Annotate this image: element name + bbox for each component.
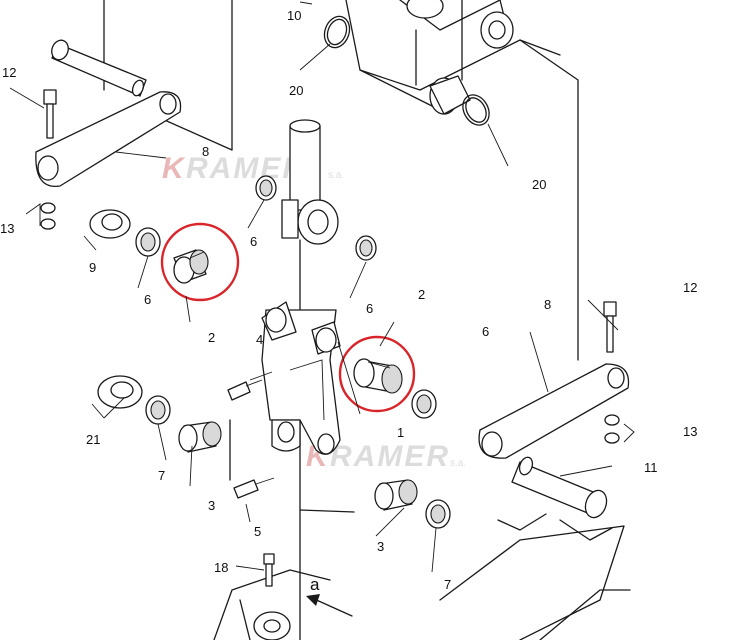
nuts-right — [604, 414, 635, 444]
watermark-initial: K — [162, 152, 186, 185]
callout-6-left-lower: 6 — [144, 292, 151, 307]
callout-13-right: 13 — [683, 424, 697, 439]
watermark-lower: K RAMER s.a. — [306, 440, 466, 473]
seal-6-center — [355, 235, 377, 261]
link-left — [35, 91, 182, 187]
callout-12-right: 12 — [683, 280, 697, 295]
frame-structure — [103, 0, 579, 640]
callout-2-right: 2 — [418, 287, 425, 302]
top-pivot-assembly — [406, 0, 514, 115]
pin-upper-left — [51, 39, 147, 97]
link-right — [478, 363, 630, 459]
watermark-suffix: s.a. — [450, 458, 466, 469]
callout-4: 4 — [256, 332, 263, 347]
callout-7-left: 7 — [158, 468, 165, 483]
callout-8-right: 8 — [544, 297, 551, 312]
bushing-2-left — [173, 249, 209, 284]
bushing-3-right — [374, 479, 418, 511]
callout-21: 21 — [86, 432, 100, 447]
washer-21 — [91, 375, 143, 419]
callout-12-left: 12 — [2, 65, 16, 80]
callout-5: 5 — [254, 524, 261, 539]
bushing-2-right — [353, 358, 403, 394]
seal-7-left — [145, 395, 171, 425]
seal-6-upper — [255, 175, 277, 201]
callout-2-left: 2 — [208, 330, 215, 345]
bolt-18 — [263, 553, 275, 587]
watermark-upper: K RAMER s.a. — [162, 152, 344, 185]
callout-6-right: 6 — [482, 324, 489, 339]
watermark-brand: RAMER — [330, 440, 450, 473]
bolt-upper-left — [43, 89, 57, 139]
callout-20-left: 20 — [289, 83, 303, 98]
seal-7-right — [425, 499, 451, 529]
grease-fitting-4 — [227, 379, 263, 401]
view-arrow-a — [306, 594, 353, 617]
piston-rod — [281, 119, 339, 245]
callout-labels: 10 20 20 12 8 13 9 6 6 2 4 6 2 8 6 12 13… — [0, 8, 697, 594]
seal-6-right — [411, 389, 437, 419]
callout-18: 18 — [214, 560, 228, 575]
callout-1: 1 — [397, 425, 404, 440]
o-ring-upper — [323, 15, 351, 49]
rocker-arm — [261, 301, 341, 455]
callout-3-left: 3 — [208, 498, 215, 513]
washer-9 — [83, 209, 131, 251]
seal-6-left — [135, 227, 161, 257]
callout-13-left: 13 — [0, 221, 14, 236]
bucket-lower-left — [213, 509, 355, 640]
watermark-suffix: s.a. — [328, 170, 344, 181]
callout-10: 10 — [287, 8, 301, 23]
callout-8-left: 8 — [202, 144, 209, 159]
callout-9: 9 — [89, 260, 96, 275]
pin-11 — [511, 456, 608, 519]
nuts-left — [25, 202, 56, 230]
highlight-circle-left — [160, 222, 240, 302]
watermark-brand: RAMER — [186, 152, 306, 185]
bucket-lower-right — [439, 513, 631, 640]
bolt-right — [603, 301, 617, 353]
o-ring-right — [462, 94, 490, 126]
callout-11: 11 — [644, 460, 658, 475]
bushing-3-left — [178, 421, 222, 453]
grease-fitting-5 — [233, 477, 275, 499]
callout-6-left-upper: 6 — [250, 234, 257, 249]
callout-6-center: 6 — [366, 301, 373, 316]
leader-lines — [9, 1, 619, 573]
highlight-circle-right — [338, 335, 416, 413]
callout-a: a — [310, 575, 320, 594]
callout-20-right: 20 — [532, 177, 546, 192]
callout-7-right: 7 — [444, 577, 451, 592]
callout-3-right: 3 — [377, 539, 384, 554]
